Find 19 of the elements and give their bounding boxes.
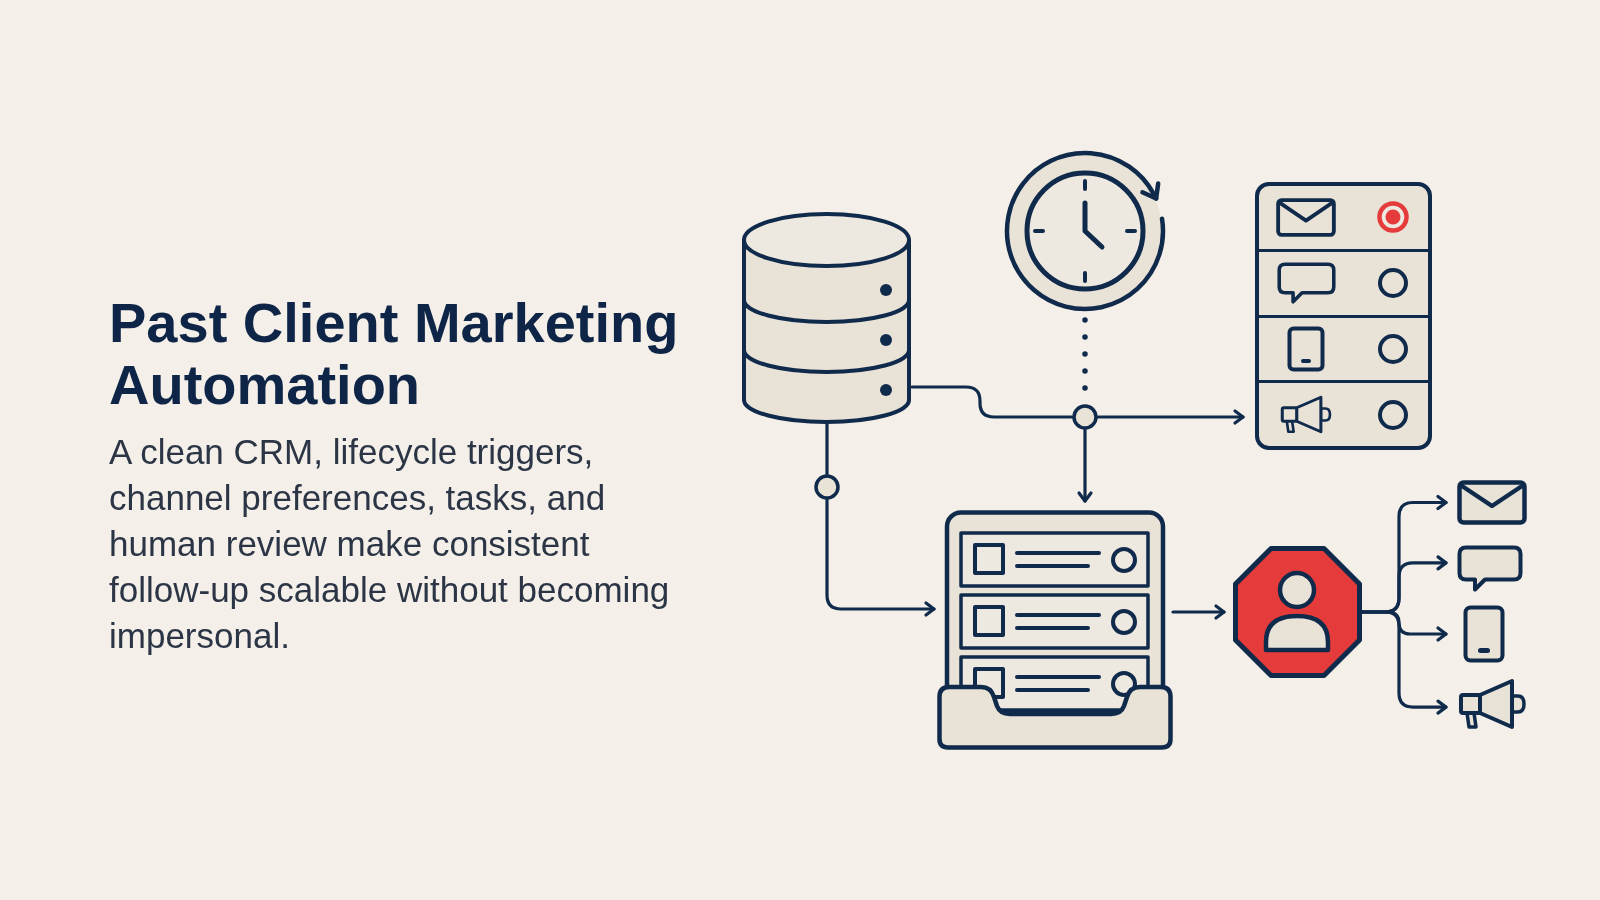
smartphone-icon: [1463, 605, 1505, 663]
junction-circle: [1072, 404, 1098, 430]
arrow: [1096, 409, 1245, 425]
clock-refresh-icon: [1003, 149, 1167, 313]
arrow: [1171, 604, 1226, 620]
arrow: [1360, 610, 1448, 715]
envelope-icon: [1457, 480, 1527, 525]
connector-line: [910, 385, 1074, 419]
chat-bubble-icon: [1457, 545, 1523, 592]
megaphone-icon: [1458, 678, 1528, 730]
octagon-person-icon: [1233, 546, 1362, 678]
description-text: A clean CRM, lifecycle triggers, channel preferences, tasks, and human review make consistent follow-up scalable without becoming impersonal.: [109, 431, 671, 657]
junction-circle: [814, 474, 840, 500]
task-tray-illustration: [937, 510, 1173, 750]
connector-line: [825, 422, 829, 476]
channel-panel: [1255, 182, 1432, 450]
arrow: [825, 498, 936, 617]
arrow: [1077, 428, 1093, 503]
title: Past Client Marketing Automation: [109, 292, 680, 416]
